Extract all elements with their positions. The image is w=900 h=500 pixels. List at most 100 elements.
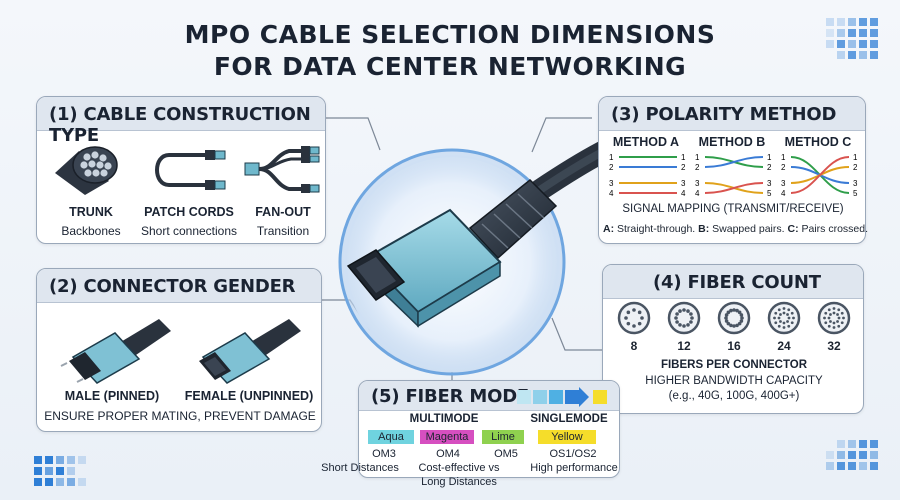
- polarity-right-number: 2: [681, 163, 686, 172]
- polarity-right-number: 4: [681, 189, 686, 198]
- fiber-count-label: 12: [677, 339, 691, 353]
- fiber-count-item: 24: [759, 301, 809, 361]
- desc-high-performance: High performance: [530, 462, 618, 474]
- polarity-wire: [790, 156, 850, 194]
- panel-title: (3) POLARITY METHOD: [611, 104, 837, 125]
- desc-long-distances: Long Distances: [421, 476, 497, 488]
- fiber-mode-chip: Lime: [482, 430, 524, 444]
- polarity-left-number: 4: [609, 189, 614, 198]
- polarity-left-number: 1: [609, 153, 614, 162]
- polarity-right-number: 5: [767, 189, 772, 198]
- female-connector-icon: [199, 319, 301, 384]
- fiber-count-item: 8: [609, 301, 659, 361]
- polarity-right-number: 2: [853, 163, 858, 172]
- fiber-mode-chip: Aqua: [368, 430, 414, 444]
- polarity-wire: [704, 156, 764, 168]
- panel-cable-construction: (1) CABLE CONSTRUCTION TYPE TRUNK Backbo…: [36, 96, 326, 244]
- legend-a-text: Straight-through.: [617, 223, 696, 235]
- singlemode-label: SINGLEMODE: [530, 413, 608, 425]
- fiber-count-label: 32: [827, 339, 841, 353]
- panel-title: (5) FIBER MODE: [371, 386, 530, 407]
- polarity-right-number: 1: [853, 153, 858, 162]
- polarity-right-number: 3: [853, 179, 858, 188]
- decorative-dots-bottom-right: [826, 440, 878, 470]
- fiber-count-row: 8 12 16 24 32: [609, 301, 859, 361]
- method-a-label: METHOD A: [612, 135, 680, 149]
- polarity-left-number: 3: [609, 179, 614, 188]
- fiber-count-label: 16: [727, 339, 741, 353]
- mode-arrow-icon: [517, 387, 607, 407]
- fiber-connector-icon: [717, 301, 751, 335]
- legend-b-key: B:: [698, 223, 710, 235]
- polarity-left-number: 4: [695, 189, 700, 198]
- fiber-caption-1: FIBERS PER CONNECTOR: [660, 359, 808, 371]
- polarity-left-number: 4: [781, 189, 786, 198]
- fiber-count-item: 32: [809, 301, 859, 361]
- polarity-left-number: 2: [781, 163, 786, 172]
- legend-c-key: C:: [787, 223, 799, 235]
- fiber-mode-chips: Aqua Magenta Lime Yellow: [320, 430, 660, 450]
- patch-cords-label: PATCH CORDS: [144, 205, 234, 219]
- page-title-line2: FOR DATA CENTER NETWORKING: [213, 52, 687, 81]
- gender-note: ENSURE PROPER MATING, PREVENT DAMAGE: [44, 409, 316, 423]
- fiber-connector-icon: [667, 301, 701, 335]
- panel-title: (4) FIBER COUNT: [653, 272, 821, 293]
- decorative-dots-bottom-left: [34, 456, 86, 486]
- patch-cords-desc: Short connections: [140, 224, 238, 238]
- fiber-caption-3: (e.g., 40G, 100G, 400G+): [668, 390, 800, 402]
- fan-out-label: FAN-OUT: [255, 205, 311, 219]
- fiber-connector-icon: [817, 301, 851, 335]
- panel-title: (1) CABLE CONSTRUCTION TYPE: [49, 104, 311, 146]
- female-label: FEMALE (UNPINNED): [184, 389, 314, 403]
- desc-cost-effective: Cost-effective vs: [418, 462, 500, 474]
- fiber-count-label: 8: [630, 339, 638, 353]
- polarity-legend: A: Straight-through. B: Swapped pairs. C…: [603, 223, 868, 235]
- desc-short-distances: Short Distances: [321, 462, 399, 474]
- polarity-left-number: 1: [781, 153, 786, 162]
- polarity-right-number: 3: [681, 179, 686, 188]
- legend-a-key: A:: [603, 223, 615, 235]
- fiber-count-label: 24: [777, 339, 791, 353]
- polarity-subtitle: SIGNAL MAPPING (TRANSMIT/RECEIVE): [622, 203, 844, 215]
- polarity-right-number: 1: [681, 153, 686, 162]
- fiber-connector-icon: [767, 301, 801, 335]
- grade-om3: OM3: [372, 448, 396, 460]
- fiber-count-item: 16: [709, 301, 759, 361]
- legend-c-text: Pairs crossed.: [801, 223, 869, 235]
- panel-fiber-count: (4) FIBER COUNT 8 12 16 24 32 FIBERS PER CON…: [602, 264, 864, 414]
- panel-polarity-method: (3) POLARITY METHOD METHOD A METHOD B ME…: [598, 96, 868, 244]
- fiber-mode-chip: Yellow: [538, 430, 596, 444]
- polarity-right-number: 2: [767, 163, 772, 172]
- polarity-left-number: 2: [695, 163, 700, 172]
- panel-fiber-mode: (5) FIBER MODE MULTIMODE SINGLEMODE: [358, 380, 620, 478]
- multimode-label: MULTIMODE: [409, 413, 479, 425]
- male-connector-icon: [60, 319, 171, 384]
- method-b-label: METHOD B: [698, 135, 766, 149]
- patch-cord-icon: [155, 150, 226, 190]
- trunk-desc: Backbones: [61, 224, 121, 238]
- fiber-mode-chip: Magenta: [420, 430, 474, 444]
- trunk-cable-icon: [55, 146, 118, 195]
- grade-om5: OM5: [494, 448, 518, 460]
- polarity-left-number: 1: [695, 153, 700, 162]
- polarity-right-number: 1: [767, 153, 772, 162]
- fiber-count-item: 12: [659, 301, 709, 361]
- polarity-left-number: 3: [781, 179, 786, 188]
- male-label: MALE (PINNED): [64, 389, 160, 403]
- panel-title: (2) CONNECTOR GENDER: [49, 276, 296, 297]
- method-c-label: METHOD C: [784, 135, 852, 149]
- legend-b-text: Swapped pairs.: [712, 223, 785, 235]
- fan-out-desc: Transition: [256, 224, 310, 238]
- polarity-right-number: 5: [853, 189, 858, 198]
- decorative-dots-top-right: [826, 18, 878, 59]
- polarity-right-number: 3: [767, 179, 772, 188]
- polarity-wire: [704, 182, 764, 194]
- panel-connector-gender: (2) CONNECTOR GENDER MALE (PINNED) FEMAL…: [36, 268, 322, 432]
- fan-out-icon: [244, 146, 320, 193]
- grade-om4: OM4: [436, 448, 460, 460]
- grade-os: OS1/OS2: [549, 448, 597, 460]
- page-title-line1: MPO CABLE SELECTION DIMENSIONS: [184, 20, 716, 49]
- polarity-left-number: 2: [609, 163, 614, 172]
